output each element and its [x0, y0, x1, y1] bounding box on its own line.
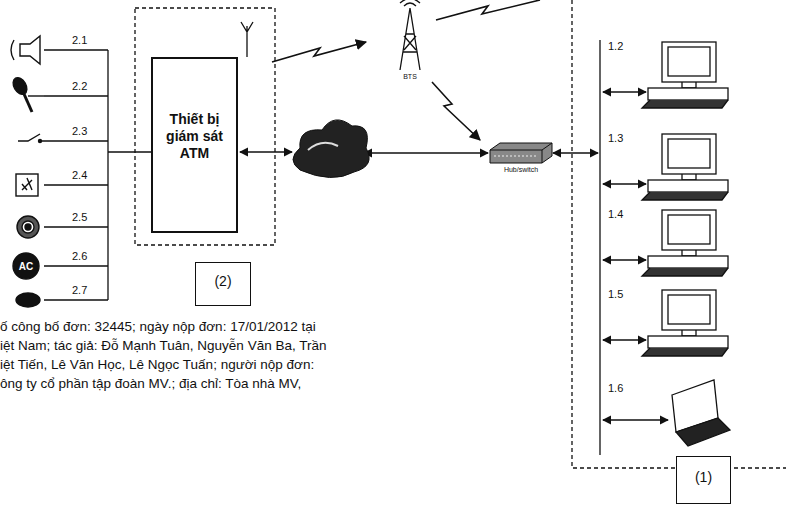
ac-text: AC [19, 261, 33, 272]
callout-number: 1.4 [608, 208, 623, 220]
speaker-icon [11, 36, 40, 64]
laptop-icon [603, 380, 730, 446]
link-arrow [240, 151, 292, 152]
device-box: Thiết bị giám sát ATM [151, 57, 238, 233]
network-cloud [293, 120, 369, 178]
wireless-link [432, 82, 480, 140]
callout-number: 1.3 [608, 132, 623, 144]
group-number: (1) [695, 469, 712, 486]
callout-number: 2.5 [72, 211, 87, 223]
wireless-link [272, 42, 366, 62]
hub-switch [490, 143, 552, 163]
tower-label: BTS [403, 73, 417, 81]
callout-number: 1.2 [608, 40, 623, 52]
switch-icon [18, 134, 44, 143]
callout-number: 2.3 [72, 125, 87, 137]
link-arrow [364, 152, 488, 153]
round-sensor-icon [16, 293, 40, 307]
bts-tower [400, 0, 420, 70]
wireless-link [436, 0, 540, 20]
dashed-group [135, 8, 275, 245]
callout-number: 2.6 [72, 250, 87, 262]
device-label: Hub/switch [504, 166, 538, 174]
patent-text: ông ty cổ phần tập đoàn MV.; địa chỉ: Tò… [0, 377, 301, 392]
link-arrow [553, 152, 598, 153]
callout-number: 1.5 [608, 288, 623, 300]
ac-icon [13, 253, 39, 279]
patent-text: ố công bố đơn: 32445; ngày nộp đơn: 17/0… [0, 320, 316, 335]
callout-number: 2.2 [72, 80, 87, 92]
callout-number: 2.4 [72, 169, 87, 181]
hex-sensor-icon [17, 216, 39, 238]
antenna [241, 22, 253, 57]
sensor-box-icon [16, 174, 38, 196]
cloud-highlight [308, 143, 338, 150]
group-number: (2) [214, 273, 231, 290]
device-name: Thiết bị giám sát ATM [159, 111, 230, 161]
patent-text: iệt Nam; tác giả: Đỗ Mạnh Tuân, Nguyễn V… [0, 339, 326, 354]
callout-number: 2.7 [72, 284, 87, 296]
dashed-group [572, 0, 786, 468]
group-label-box: (2) [195, 262, 251, 306]
callout-number: 2.1 [72, 34, 87, 46]
callout-number: 1.6 [608, 382, 623, 394]
microphone-icon [10, 75, 44, 112]
computer-bus [599, 40, 600, 455]
patent-text: iệt Tiến, Lê Văn Học, Lê Ngọc Tuấn; ngườ… [0, 358, 314, 373]
group-label-box: (1) [676, 456, 731, 504]
